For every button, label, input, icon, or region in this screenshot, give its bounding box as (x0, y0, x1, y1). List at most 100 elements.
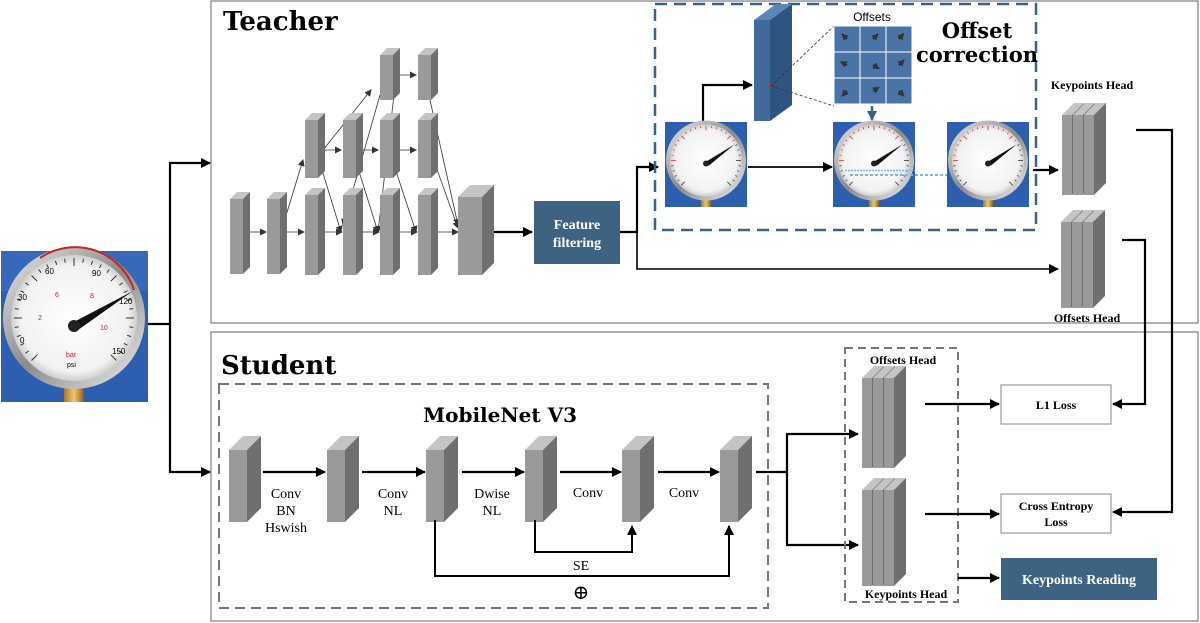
gauge-scale-label: 6 (55, 292, 59, 299)
mobilenet-box (218, 383, 769, 609)
offset-vector-icon (872, 86, 880, 94)
se-skip-connection (534, 520, 637, 553)
gauge-scale-label: 60 (45, 267, 54, 276)
feature-filtering-box (534, 201, 620, 264)
gauge-image (947, 120, 1029, 207)
teacher-backbone-layer (418, 48, 438, 100)
gauge-image (665, 120, 747, 207)
layer-label: Conv (669, 486, 699, 501)
cross-entropy-loss-label: Cross Entropy (1019, 499, 1094, 513)
offset-vector-icon (841, 33, 849, 41)
feature-map-slab (754, 20, 770, 121)
mobilenet-layer (327, 436, 359, 522)
teacher-backbone-layer (380, 188, 400, 275)
keypoints-reading-box (1001, 558, 1157, 600)
cross-entropy-loss-label: Loss (1044, 515, 1068, 529)
teacher-backbone-layer (418, 113, 438, 178)
teacher-fused-feature-map (458, 185, 494, 275)
residual-add-symbol: ⊕ (573, 582, 590, 604)
arrow-to-teacher (148, 158, 211, 326)
layer-label: Conv (271, 487, 301, 502)
se-label: SE (573, 559, 589, 574)
offset-vector-icon (872, 62, 880, 70)
head-layer (884, 478, 906, 586)
layer-label: Conv (573, 486, 603, 501)
mobilenet-layer (720, 436, 752, 522)
offset-vector-icon (896, 32, 905, 41)
teacher-backbone-layer (230, 192, 250, 274)
teacher-backbone-layer (418, 188, 438, 275)
l1-loss-box (1000, 384, 1112, 425)
feature-filtering-label: filtering (553, 236, 601, 251)
teacher-keypoints-head (1062, 103, 1106, 195)
gauge-scale-label: 2 (38, 315, 42, 322)
arrow-kp-to-cross-entropy (1112, 128, 1174, 517)
gauge-scale-label: 90 (92, 269, 101, 278)
mobilenet-label: MobileNet V3 (423, 403, 577, 427)
offset-correction-box (653, 2, 1038, 232)
teacher-backbone-layer (380, 48, 400, 100)
student-keypoints-head (862, 478, 906, 586)
arrow-offsets-to-l1 (1112, 238, 1147, 409)
teacher-keypoints-head-label: Keypoints Head (1051, 78, 1134, 92)
offset-vector-icon (897, 59, 905, 67)
offsets-grid (833, 25, 913, 105)
head-layer (1084, 103, 1106, 195)
teacher-offsets-head (1061, 210, 1105, 308)
mobilenet-layer (622, 436, 654, 522)
gauge-scale-label: 10 (100, 325, 108, 332)
gauge-scale-label: 30 (18, 293, 27, 302)
teacher-backbone-layer (343, 188, 363, 275)
offset-correction-label: correction (916, 42, 1038, 67)
arrow-gauge-to-feature-map (701, 80, 753, 122)
mobilenet-layer (525, 436, 557, 522)
offset-vector-icon (841, 89, 849, 97)
gauge-scale-label: 8 (90, 293, 94, 300)
gauge-unit: bar (66, 352, 77, 359)
teacher-backbone-layer (305, 113, 325, 178)
student-title: Student (221, 351, 336, 381)
cross-entropy-loss-box (1000, 493, 1112, 534)
gauge-needle (70, 291, 133, 330)
arrow-to-offset-correction (620, 162, 659, 234)
offset-correction-gauges (665, 120, 1029, 207)
teacher-backbone-layer (380, 113, 400, 178)
student-offsets-head-label: Offsets Head (870, 353, 937, 367)
layer-label: NL (483, 504, 502, 519)
layer-label: Conv (378, 487, 408, 502)
arrow-to-student (168, 324, 211, 477)
teacher-backbone-layer (305, 188, 325, 275)
teacher-backbone-layer (343, 113, 363, 178)
feature-filtering-label: Feature (554, 218, 600, 233)
input-gauge-image: 30 60 90 120 150 0 2 6 8 10 bar psi (1, 246, 148, 402)
mobilenet-layer (229, 436, 261, 522)
offset-correction-label: Offset (942, 18, 1013, 43)
gauge-unit: psi (67, 362, 76, 369)
head-layer (884, 366, 906, 468)
student-heads-box (844, 347, 959, 603)
keypoints-reading-label: Keypoints Reading (1022, 573, 1136, 588)
teacher-title: Teacher (223, 7, 338, 37)
offsets-grid-label: Offsets (853, 10, 891, 24)
arrow-to-student-keypoints-head (785, 472, 859, 550)
gauge-scale-label: 120 (119, 297, 133, 306)
gauge-image (833, 120, 915, 207)
layer-label: Hswish (265, 521, 307, 536)
residual-connection (434, 520, 734, 577)
layer-label: NL (384, 504, 403, 519)
mobilenet-layers (229, 436, 752, 522)
layer-label: Dwise (474, 487, 510, 502)
offset-vector-icon (871, 33, 879, 41)
offset-vector-icon (839, 61, 848, 68)
teacher-offsets-head-label: Offsets Head (1054, 311, 1121, 325)
gauge-scale-label: 0 (20, 336, 25, 345)
arrow-to-offsets-head (636, 232, 1059, 274)
teacher-backbone-layer (267, 192, 287, 274)
gauge-scale-label: 150 (112, 347, 126, 356)
teacher-backbone (230, 48, 494, 275)
arrow-to-student-offsets-head (756, 429, 859, 474)
l1-loss-label: L1 Loss (1036, 398, 1077, 412)
student-keypoints-head-label: Keypoints Head (865, 587, 948, 601)
layer-label: BN (276, 504, 295, 519)
